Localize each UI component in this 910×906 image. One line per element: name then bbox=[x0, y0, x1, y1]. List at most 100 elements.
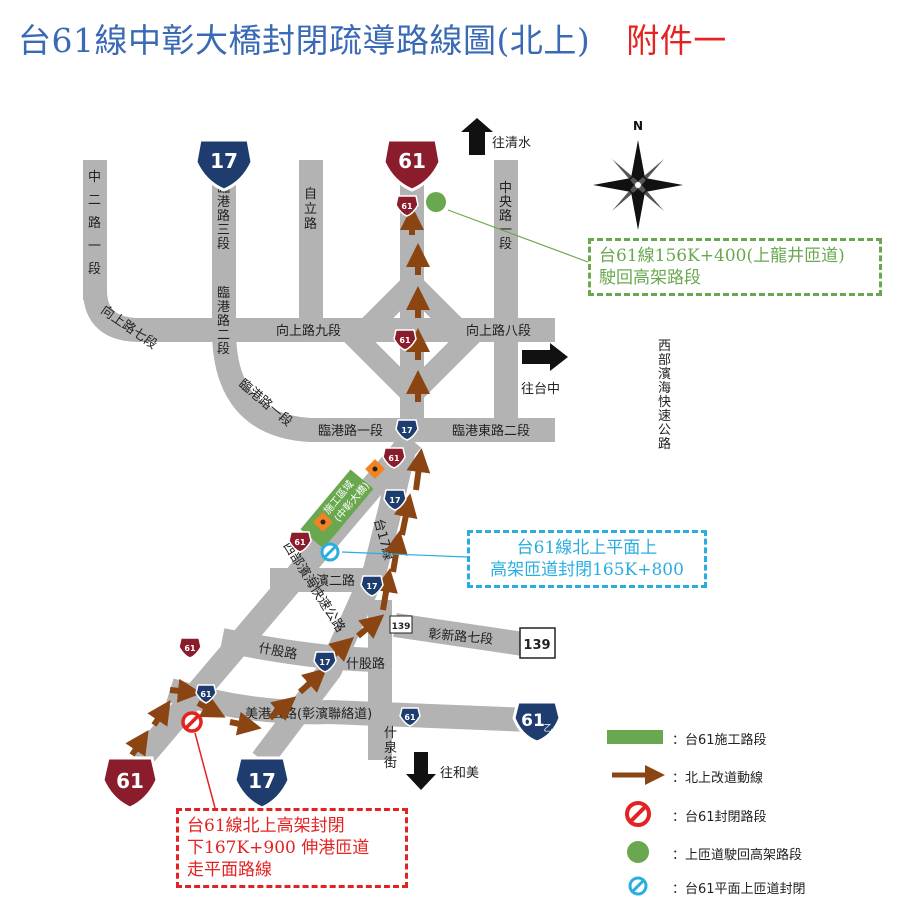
direction-north: 往清水 bbox=[461, 118, 531, 155]
label-bin2-rd: 濱二路 bbox=[316, 573, 355, 589]
note-blue-line-1: 台61線北上平面上 bbox=[516, 538, 658, 558]
direction-east: 往台中 bbox=[521, 343, 568, 397]
detour-arrow bbox=[196, 695, 226, 718]
legend-icons bbox=[607, 730, 665, 896]
detour-arrow bbox=[384, 530, 408, 573]
legend-label-reentry: ：上匝道駛回高架路段 bbox=[672, 848, 803, 863]
arrow-east-icon bbox=[522, 343, 568, 371]
label-lingang-rd-2: 臨港路二段 bbox=[217, 286, 230, 357]
label-meigang-rd: 美港公路(彰濱聯絡道) bbox=[245, 706, 372, 722]
worker-sign-icon-2 bbox=[313, 512, 333, 532]
title-attachment: 附件一 bbox=[626, 21, 727, 60]
green-reentry-dot bbox=[426, 192, 446, 212]
road-lingang-rd-2 bbox=[212, 329, 555, 442]
detour-arrow bbox=[393, 493, 418, 536]
worker-sign-icon-1 bbox=[365, 459, 385, 479]
shield-tai61b-icon: 61 乙 bbox=[512, 700, 562, 744]
label-lingang-rd-1: 臨港路一段 bbox=[318, 423, 383, 439]
shield-tai61-top-icon: 61 bbox=[382, 138, 442, 192]
note-green-reentry: 台61線156K+400(上龍井匝道) 駛回高架路段 bbox=[588, 238, 882, 296]
red-no-entry-icon bbox=[181, 711, 203, 733]
note-red-closure: 台61線北上高架封閉 下167K+900 伸港匝道 走平面路線 bbox=[176, 808, 408, 888]
svg-text:17: 17 bbox=[319, 658, 330, 667]
detour-arrow bbox=[125, 730, 149, 757]
small-shield-tai17-icon: 17 bbox=[395, 419, 419, 441]
red-leader-line bbox=[194, 732, 216, 809]
small-shield-tai17-icon: 17 bbox=[313, 651, 337, 673]
label-zhonger-rd-1: 中二路一段 bbox=[88, 170, 101, 277]
shield-tai61-bottom-icon: 61 bbox=[101, 756, 159, 810]
title-main: 台61線中彰大橋封閉疏導路線圖(北上) bbox=[18, 21, 591, 60]
arrow-south-icon bbox=[406, 752, 436, 790]
direction-east-label: 往台中 bbox=[521, 382, 560, 397]
svg-text:61: 61 bbox=[399, 336, 411, 345]
detour-arrow bbox=[374, 568, 398, 611]
note-red-line-3: 走平面路線 bbox=[187, 860, 272, 880]
svg-text:17: 17 bbox=[389, 496, 400, 505]
small-shield-tai61b-icon: 61 bbox=[195, 684, 217, 704]
small-shield-tai61b-icon: 61 bbox=[399, 707, 421, 727]
label-shiquan-st: 什泉街 bbox=[384, 726, 397, 771]
svg-text:139: 139 bbox=[523, 638, 550, 653]
direction-south-label: 往和美 bbox=[440, 766, 479, 781]
svg-text:61: 61 bbox=[294, 538, 306, 547]
blue-closure-icon bbox=[628, 876, 648, 896]
svg-text:61: 61 bbox=[398, 149, 426, 173]
legend-label-closed: ：台61封閉路段 bbox=[672, 810, 767, 825]
label-xiangshang-rd-8: 向上路八段 bbox=[466, 323, 531, 339]
detour-arrow bbox=[229, 711, 262, 736]
svg-text:61: 61 bbox=[521, 711, 545, 731]
road-changxin-7 bbox=[393, 613, 532, 657]
small-shield-tai61-icon: 61 bbox=[395, 195, 419, 217]
label-zhongyang-rd-1: 中央路一段 bbox=[499, 181, 512, 252]
detour-arrow bbox=[298, 668, 327, 695]
label-ziyou-rd: 自立路 bbox=[304, 187, 317, 232]
label-west-coast-expressway: 西部濱海快速公路 bbox=[658, 339, 671, 452]
label-lingang-rd-3: 臨港路三段 bbox=[217, 181, 230, 252]
blue-ramp-closure-icon bbox=[320, 542, 340, 562]
blue-leader-line bbox=[341, 551, 468, 558]
note-blue-line-2: 高架匝道封閉165K+800 bbox=[490, 560, 684, 580]
detour-route bbox=[125, 206, 431, 757]
svg-text:61: 61 bbox=[401, 202, 413, 211]
compass-rose-icon: N bbox=[593, 119, 683, 230]
svg-text:61: 61 bbox=[184, 644, 196, 653]
label-shigu-rd-2: 什股路 bbox=[346, 656, 385, 672]
svg-text:17: 17 bbox=[210, 149, 238, 173]
note-green-line-1: 台61線156K+400(上龍井匝道) bbox=[599, 246, 845, 266]
svg-text:乙: 乙 bbox=[543, 723, 552, 734]
small-shield-tai61-icon: 61 bbox=[288, 531, 312, 553]
note-green-line-2: 駛回高架路段 bbox=[599, 268, 701, 288]
label-lingang-east-rd-2: 臨港東路二段 bbox=[452, 423, 530, 439]
shield-tai17-top-icon: 17 bbox=[194, 138, 254, 192]
small-shield-tai17-icon: 17 bbox=[383, 489, 407, 511]
small-shield-tai61-icon: 61 bbox=[178, 637, 202, 659]
shield-county139-icon: 139 bbox=[519, 627, 556, 659]
label-shigu-rd-1: 什股路 bbox=[257, 640, 298, 663]
svg-text:17: 17 bbox=[401, 426, 412, 435]
legend-label-detour: ：北上改道動線 bbox=[672, 771, 764, 786]
green-dot-icon bbox=[627, 841, 649, 863]
detour-arrow bbox=[169, 678, 202, 703]
detour-arrow bbox=[356, 614, 385, 639]
detour-arrow bbox=[147, 700, 171, 727]
legend-label-ramp-closed: ：台61平面上匝道封閉 bbox=[672, 882, 806, 897]
svg-text:17: 17 bbox=[248, 769, 276, 793]
green-leader-line bbox=[447, 209, 589, 263]
shield-tai17-bottom-icon: 17 bbox=[233, 756, 291, 810]
label-xiangshang-rd-9: 向上路九段 bbox=[276, 323, 341, 339]
direction-north-label: 往清水 bbox=[492, 136, 531, 151]
green-bar-icon bbox=[607, 730, 663, 744]
legend-label-construction: ：台61施工路段 bbox=[672, 733, 767, 748]
roundabout bbox=[341, 268, 483, 410]
small-shield-tai61-icon: 61 bbox=[382, 447, 406, 469]
svg-text:61: 61 bbox=[388, 454, 400, 463]
svg-text:61: 61 bbox=[116, 769, 144, 793]
road-xiangshang-rd-7 bbox=[83, 289, 555, 342]
label-changxin-rd-7: 彰新路七段 bbox=[428, 626, 494, 648]
shield-county139-small-icon: 139 bbox=[389, 615, 413, 634]
page-title: 台61線中彰大橋封閉疏導路線圖(北上) 附件一 bbox=[18, 14, 727, 62]
note-red-line-1: 台61線北上高架封閉 bbox=[187, 816, 345, 836]
svg-text:61: 61 bbox=[200, 690, 212, 699]
